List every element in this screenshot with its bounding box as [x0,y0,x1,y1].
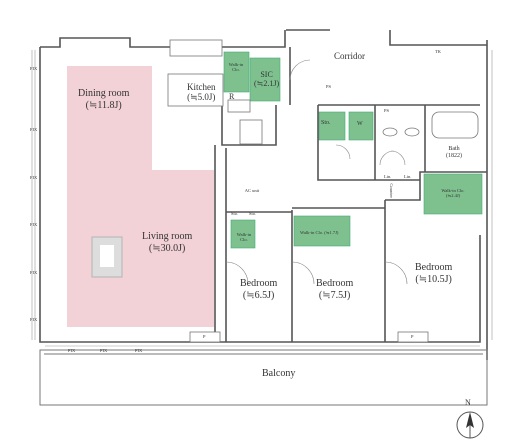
walkin-living-label: Walk-in Clo. [236,232,252,243]
bath-label: Bath (1822) [446,146,462,160]
bath-name: Bath [448,146,460,152]
corridor-label: Corridor [334,51,365,61]
living-room-area: (≒30.0J) [148,242,186,254]
sic-area: (≒2.1J) [254,79,280,89]
bedroom2-area: (≒7.5J) [318,289,351,301]
fix-label: FIX [30,222,38,227]
closets [223,51,483,249]
living-table [91,236,123,278]
bedroom3-name: Bedroom [415,262,453,273]
ac-label: AC unit [244,188,260,193]
fix-label: FIX [100,348,108,353]
r-label: R [229,92,235,101]
balcony-outline [39,349,488,406]
sto2-label: Sto. [231,211,239,216]
north-arrow: N [455,398,485,442]
balcony-label: Balcony [262,368,296,379]
bedroom1-label: Bedroom (≒6.5J) [240,278,277,301]
fix-label: FIX [30,127,38,132]
north-letter: N [465,398,471,407]
tk-label: TK [435,49,441,54]
sic-name: SIC [260,70,273,79]
bedroom1-name: Bedroom [240,278,278,289]
sic-label: SIC (≒2.1J) [254,70,279,88]
kitchen-name: Kitchen [187,82,216,92]
fix-label: FIX [30,175,38,180]
sto3-label: Sto. [249,211,257,216]
bedroom1-area: (≒6.5J) [242,289,275,301]
bedroom3-area: (≒10.5J) [415,273,452,285]
bedroom2-label: Bedroom (≒7.5J) [316,278,353,301]
fix-label: FIX [30,270,38,275]
bath-area: (1822) [446,152,462,159]
dining-room-label: Dining room (≒11.8J) [78,88,129,111]
walkin-kitchen-label: Walk-in Clo. [228,62,244,73]
fix-label: FIX [135,348,143,353]
kitchen-label: Kitchen (≒5.0J) [187,82,216,103]
living-table-inner [100,245,114,267]
balcony-p-boxes [189,331,429,343]
w-label: W [357,121,363,127]
fix-label: FIX [30,317,38,322]
lin1-label: Lin. [384,174,392,179]
fix-label: FIX [30,66,38,71]
counter-label: Counter [388,183,394,198]
walkin-bed2-label: Walk-in Clo. (≒1.7J) [300,230,339,235]
kitchen-fixtures [167,39,263,145]
sinks [382,127,420,137]
living-room-label: Living room (≒30.0J) [142,231,192,254]
bedroom3-label: Bedroom (≒10.5J) [415,262,452,285]
p1-label: P [203,334,206,339]
doors [225,59,408,285]
sto1-label: Sto. [321,120,331,126]
ps1-label: PS [326,84,332,89]
fix-label: FIX [68,348,76,353]
kitchen-area: (≒5.0J) [187,92,216,103]
window-lines [31,50,493,347]
bathtub [431,111,479,139]
walkin-bed3-label: Walk-in Clo. (≒2.4J) [441,188,465,199]
compass-icon [456,411,484,439]
lin2-label: Lin. [404,174,412,179]
dining-room-area: (≒11.8J) [85,99,122,111]
dining-room-name: Dining room [78,88,130,99]
bedroom2-name: Bedroom [316,278,354,289]
living-room-name: Living room [142,231,193,242]
walls [39,29,488,360]
ps2-label: PS [384,108,390,113]
p2-label: P [411,334,414,339]
